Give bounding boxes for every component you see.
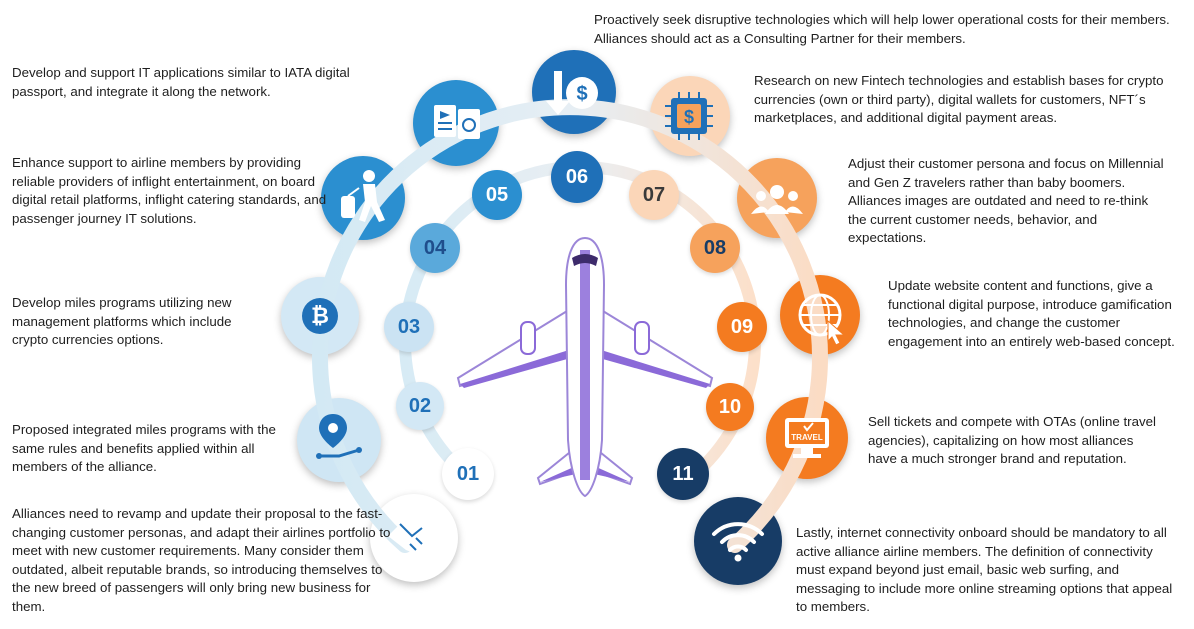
step-01-number: 01 [442, 448, 494, 500]
step-03-description: Develop miles programs utilizing new man… [12, 295, 232, 348]
step-05-description: Develop and support IT applications simi… [12, 65, 350, 99]
step-06-icon-circle [532, 50, 616, 134]
step-08-number: 08 [690, 223, 740, 273]
step-10-icon-circle [766, 397, 848, 479]
step-07-number: 07 [629, 170, 679, 220]
step-04-icon-circle [321, 156, 405, 240]
step-06-description: Proactively seek disruptive technologies… [594, 12, 1170, 46]
step-09-icon-circle [780, 275, 860, 355]
step-10-number: 10 [706, 383, 754, 431]
step-05-icon-circle [413, 80, 499, 166]
step-02-icon-circle [297, 398, 381, 482]
step-04-description: Enhance support to airline members by pr… [12, 155, 327, 226]
inner-arc [399, 160, 761, 484]
step-08-icon-circle [737, 158, 817, 238]
step-03-number: 03 [384, 302, 434, 352]
step-05-number: 05 [472, 170, 522, 220]
step-01-description: Alliances need to revamp and update thei… [12, 506, 391, 614]
step-02-number: 02 [396, 382, 444, 430]
step-03-icon-circle [281, 277, 359, 355]
step-10-description: Sell tickets and compete with OTAs (onli… [868, 414, 1156, 467]
step-11-number: 11 [657, 448, 709, 500]
step-11-icon-circle [694, 497, 782, 585]
step-09-number: 09 [717, 302, 767, 352]
step-08-description: Adjust their customer persona and focus … [848, 156, 1164, 246]
step-06-number: 06 [551, 151, 603, 203]
step-11-description: Lastly, internet connectivity onboard sh… [796, 525, 1173, 615]
step-09-description: Update website content and functions, gi… [888, 278, 1175, 349]
step-04-number: 04 [410, 223, 460, 273]
step-02-description: Proposed integrated miles programs with … [12, 422, 276, 475]
step-07-description: Research on new Fintech technologies and… [754, 73, 1164, 126]
step-07-icon-circle [650, 76, 730, 156]
